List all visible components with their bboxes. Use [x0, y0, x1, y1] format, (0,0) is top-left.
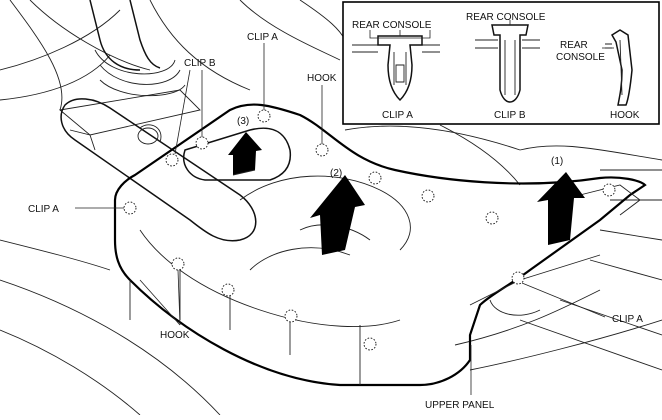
inset-clip-b: CLIP B — [494, 110, 526, 121]
clip-marker — [123, 201, 137, 215]
label-hook-bottom: HOOK — [160, 330, 190, 341]
clip-marker — [171, 257, 185, 271]
inset-rear-console-3b: CONSOLE — [556, 52, 605, 63]
clip-detail-inset: REAR CONSOLE REAR CONSOLE REAR CONSOLE C… — [342, 1, 660, 125]
clip-marker — [195, 136, 209, 150]
clip-marker — [602, 183, 616, 197]
clip-marker — [368, 171, 382, 185]
label-clip-a-top: CLIP A — [247, 32, 278, 43]
clip-marker — [421, 189, 435, 203]
step-1-label: (1) — [551, 156, 563, 167]
shift-lever — [58, 0, 201, 151]
clip-marker — [284, 309, 298, 323]
up-arrow-icon — [310, 175, 365, 255]
clip-marker — [221, 283, 235, 297]
parking-brake-lever — [60, 98, 257, 242]
up-arrow-icon — [228, 132, 262, 176]
clip-a-detail — [352, 30, 440, 102]
clip-markers — [123, 109, 616, 351]
up-arrow-icon — [537, 172, 585, 245]
step-2-label: (2) — [330, 168, 342, 179]
clip-marker — [485, 211, 499, 225]
clip-marker — [165, 153, 179, 167]
clip-marker — [363, 337, 377, 351]
leader-lines — [75, 43, 606, 395]
hook-detail — [602, 29, 633, 106]
inset-rear-console-3a: REAR — [560, 40, 588, 51]
step-3-label: (3) — [237, 116, 249, 127]
inset-rear-console-1: REAR CONSOLE — [352, 20, 432, 31]
label-hook-top: HOOK — [307, 73, 337, 84]
inset-frame — [342, 1, 660, 125]
inset-hook: HOOK — [610, 110, 640, 121]
label-clip-a-right: CLIP A — [612, 314, 643, 325]
inset-clip-a: CLIP A — [382, 110, 413, 121]
upper-panel-outline — [113, 103, 647, 387]
label-clip-a-left: CLIP A — [28, 204, 59, 215]
label-upper-panel: UPPER PANEL — [425, 400, 495, 411]
clip-marker — [315, 143, 329, 157]
removal-arrows — [228, 132, 585, 255]
clip-marker — [511, 271, 525, 285]
inset-rear-console-2: REAR CONSOLE — [466, 12, 546, 23]
clip-b-detail — [475, 20, 540, 103]
label-clip-b-left: CLIP B — [184, 58, 216, 69]
clip-marker — [257, 109, 271, 123]
